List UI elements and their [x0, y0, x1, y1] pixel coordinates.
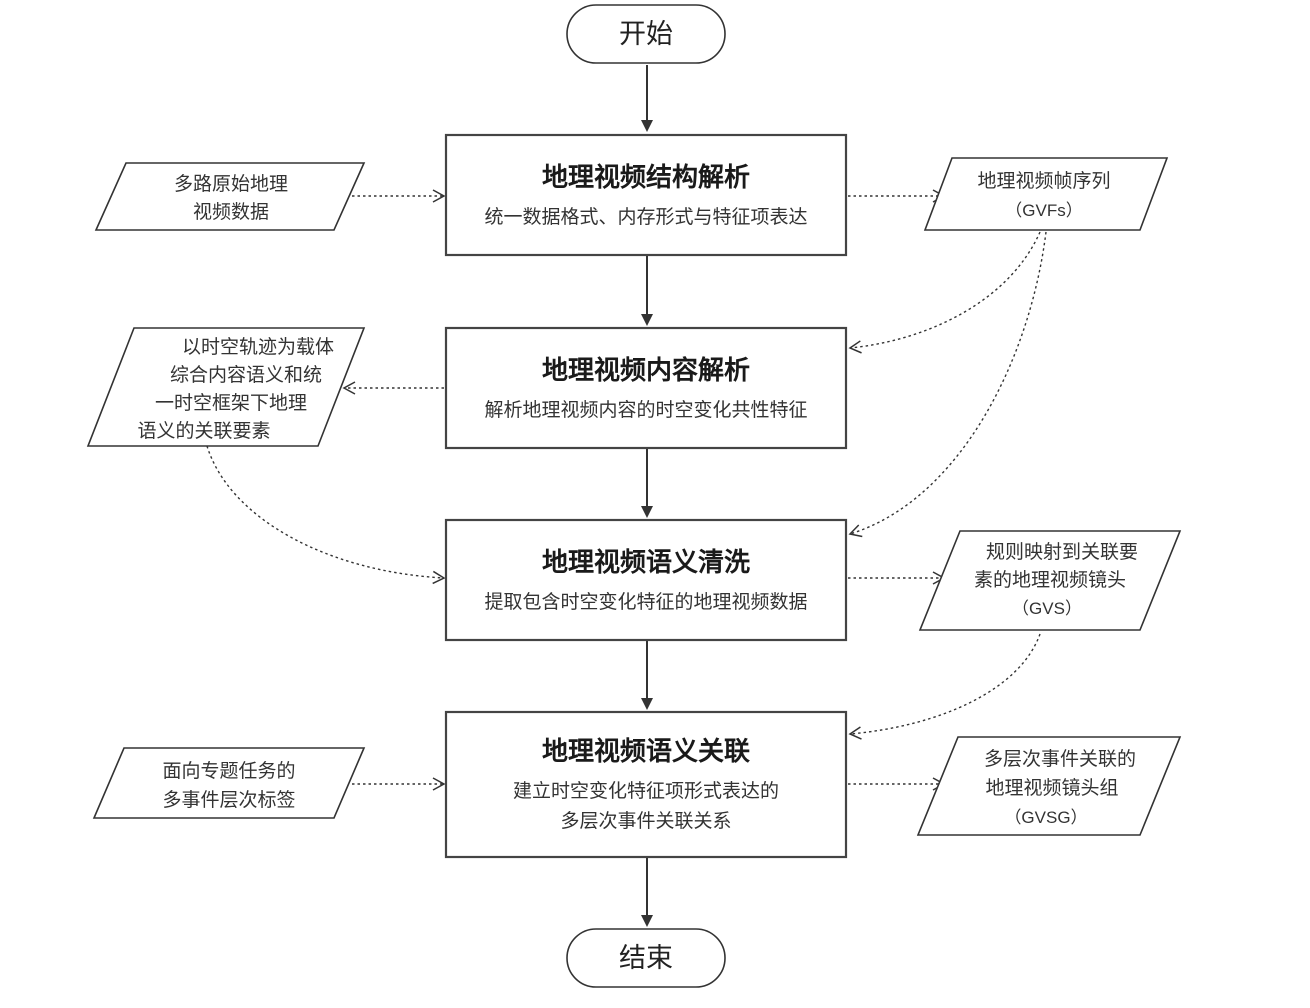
arrow-gvs-to-association — [848, 633, 1041, 740]
input-text-line-1: 多路原始地理 — [174, 173, 288, 195]
input-text-line-1: 面向专题任务的 — [162, 760, 295, 782]
process-structure-parsing: 地理视频结构解析 统一数据格式、内存形式与特征项表达 — [444, 133, 848, 257]
input-parallelogram — [94, 162, 366, 231]
process-title: 地理视频语义清洗 — [542, 548, 750, 578]
process-semantic-cleaning: 地理视频语义清洗 提取包含时空变化特征的地理视频数据 — [444, 518, 848, 642]
output-text-line-2: 地理视频镜头组 — [985, 777, 1118, 799]
output-parallelogram — [918, 530, 1182, 631]
input-multi-event-labels: 面向专题任务的 多事件层次标签 — [92, 747, 366, 819]
process-title: 地理视频语义关联 — [542, 737, 750, 767]
process-title: 地理视频内容解析 — [542, 355, 750, 386]
input-parallelogram — [86, 327, 366, 447]
process-box — [444, 518, 848, 642]
process-box — [444, 133, 848, 257]
process-title: 地理视频结构解析 — [542, 163, 750, 193]
start-terminal-shape — [566, 4, 726, 64]
input-text-line-1: 以时空轨迹为载体 — [182, 336, 334, 358]
output-parallelogram — [923, 157, 1169, 231]
arrow-gvfs-to-cleaning — [848, 231, 1047, 538]
output-text-line-2: 素的地理视频镜头 — [974, 569, 1126, 591]
input-text-line-2: 视频数据 — [193, 201, 269, 223]
start-label: 开始 — [619, 19, 673, 50]
output-text-line-1: 多层次事件关联的 — [984, 748, 1136, 770]
output-gvsg: 多层次事件关联的 地理视频镜头组 （GVSG） — [916, 736, 1182, 836]
process-description-line-1: 建立时空变化特征项形式表达的 — [513, 780, 779, 802]
process-description-line-2: 多层次事件关联关系 — [560, 810, 731, 832]
process-description: 统一数据格式、内存形式与特征项表达 — [484, 206, 807, 228]
output-text-line-3: （GVSG） — [1004, 808, 1087, 827]
end-terminal: 结束 — [566, 928, 726, 988]
data-flow-arrows — [206, 189, 1047, 791]
input-association-elements: 以时空轨迹为载体 综合内容语义和统 一时空框架下地理 语义的关联要素 — [86, 327, 366, 447]
input-parallelogram — [92, 747, 366, 819]
input-raw-video-data: 多路原始地理 视频数据 — [94, 162, 366, 231]
process-box — [444, 710, 848, 859]
output-gvs: 规则映射到关联要 素的地理视频镜头 （GVS） — [918, 530, 1182, 631]
arrow-elements-to-cleaning — [206, 445, 446, 585]
process-content-parsing: 地理视频内容解析 解析地理视频内容的时空变化共性特征 — [444, 326, 848, 450]
end-terminal-shape — [566, 928, 726, 988]
input-text-line-3: 一时空框架下地理 — [155, 392, 307, 414]
output-text-line-2: （GVFs） — [1005, 201, 1082, 220]
process-box — [444, 326, 848, 450]
process-description: 提取包含时空变化特征的地理视频数据 — [484, 591, 807, 613]
input-text-line-4: 语义的关联要素 — [137, 420, 270, 442]
output-text-line-1: 规则映射到关联要 — [986, 541, 1138, 563]
end-label: 结束 — [619, 943, 673, 974]
output-text-line-3: （GVS） — [1012, 599, 1082, 618]
output-parallelogram — [916, 736, 1182, 836]
output-text-line-1: 地理视频帧序列 — [977, 170, 1110, 192]
input-text-line-2: 多事件层次标签 — [162, 789, 295, 811]
process-semantic-association: 地理视频语义关联 建立时空变化特征项形式表达的 多层次事件关联关系 — [444, 710, 848, 859]
output-gvfs: 地理视频帧序列 （GVFs） — [923, 157, 1169, 231]
arrow-gvfs-to-content — [848, 231, 1041, 354]
start-terminal: 开始 — [566, 4, 726, 64]
input-text-line-2: 综合内容语义和统 — [170, 364, 322, 386]
process-description: 解析地理视频内容的时空变化共性特征 — [484, 399, 807, 421]
